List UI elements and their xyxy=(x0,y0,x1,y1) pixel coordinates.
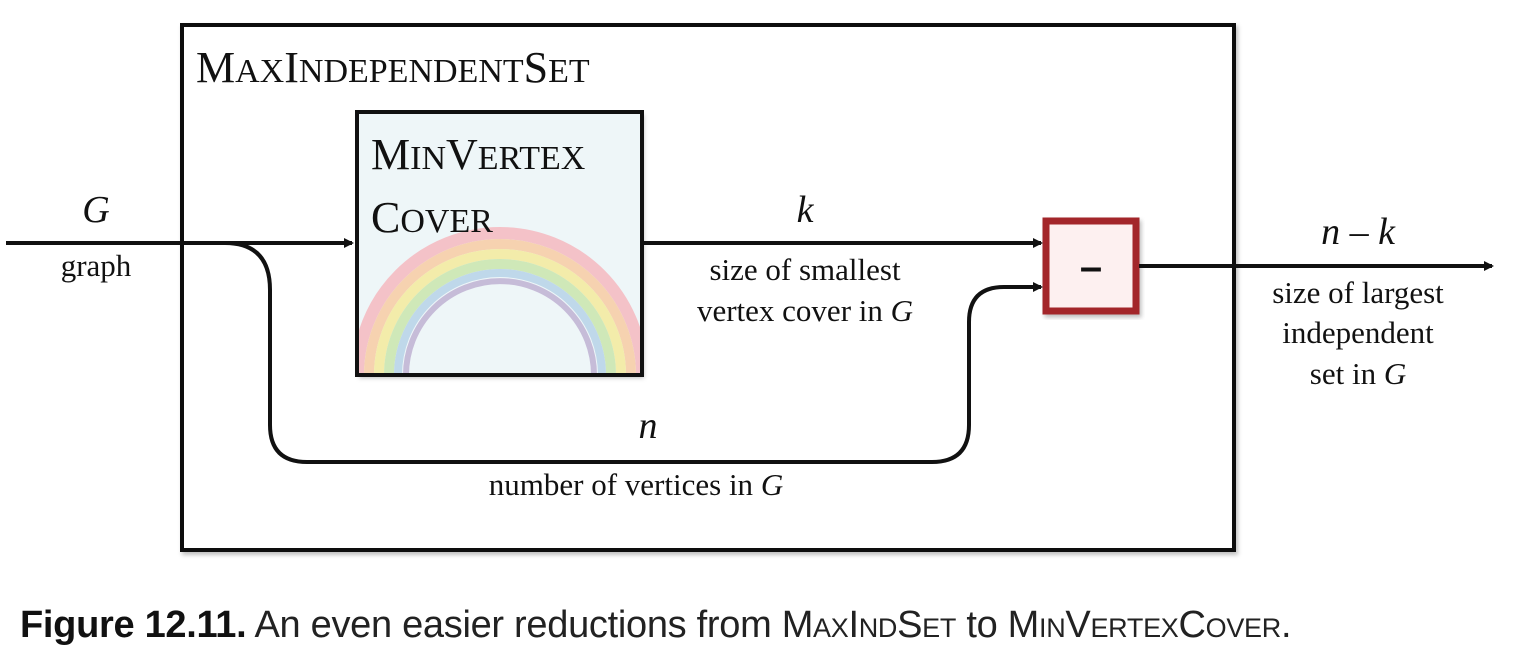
caption-to-problem: MinVertexCover xyxy=(1007,604,1282,646)
caption-text-end: . xyxy=(1280,604,1292,646)
figure-number: Figure 12.11. xyxy=(20,604,247,646)
rainbow-icon xyxy=(357,227,642,375)
min-vertex-cover-title-line1: MINVERTEX xyxy=(371,130,585,179)
max-independent-set-title: MAXINDEPENDENTSET xyxy=(196,43,590,92)
k-description-line2: vertex cover in G xyxy=(697,293,913,328)
input-description-label: graph xyxy=(61,248,132,283)
min-vertex-cover-box xyxy=(355,110,644,377)
n-path-arrow xyxy=(224,241,1043,464)
reduction-diagram: MAXINDEPENDENTSET MINVERTEX COVER – G gr… xyxy=(6,23,1494,552)
n-variable-label: n xyxy=(639,405,658,447)
k-variable-label: k xyxy=(797,189,815,231)
minus-symbol: – xyxy=(1080,245,1102,289)
k-description-line1: size of smallest xyxy=(709,252,901,287)
caption-text-middle: to xyxy=(956,604,1008,646)
output-variable-label: n – k xyxy=(1321,211,1396,253)
output-description-line1: size of largest xyxy=(1272,275,1444,310)
input-variable-label: G xyxy=(82,189,109,231)
output-description-line3: set in G xyxy=(1310,356,1406,391)
minus-box xyxy=(1042,217,1140,315)
caption-from-problem: MaxIndSet xyxy=(781,604,957,646)
n-description-label: number of vertices in G xyxy=(489,467,783,502)
output-description-line2: independent xyxy=(1282,315,1434,350)
caption-text-before: An even easier reductions from xyxy=(246,604,782,646)
figure-caption: Figure 12.11. An even easier reductions … xyxy=(20,604,1520,647)
min-vertex-cover-title-line2: COVER xyxy=(371,193,493,242)
